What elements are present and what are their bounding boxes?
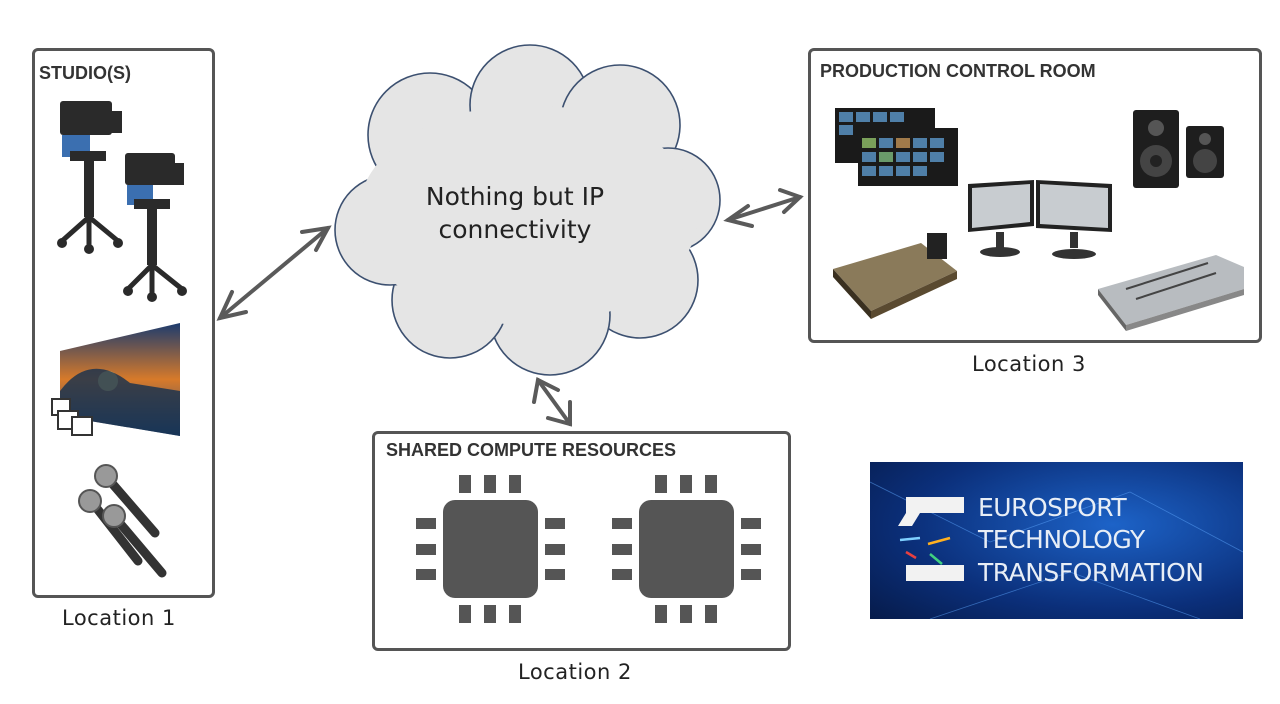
brand-line2: TECHNOLOGY <box>978 525 1145 554</box>
brand-line1: EUROSPORT <box>978 493 1127 522</box>
speakers-icon <box>1133 110 1224 188</box>
cpu-chip-icon <box>416 475 565 623</box>
location-1-label: Location 1 <box>62 606 176 630</box>
eurosport-logo-icon <box>898 497 964 581</box>
studio-cameras-icon <box>57 101 187 302</box>
compute-title: SHARED COMPUTE RESOURCES <box>386 440 677 460</box>
banner-background <box>870 462 1243 619</box>
control-room-title: PRODUCTION CONTROL ROOM <box>820 61 1096 81</box>
location-3-label: Location 3 <box>972 352 1086 376</box>
cloud-label: Nothing but IP connectivity <box>380 180 650 246</box>
cpu-chip-icon <box>612 475 761 623</box>
brand-line3: TRANSFORMATION <box>978 558 1204 587</box>
control-room-box: PRODUCTION CONTROL ROOM <box>808 48 1262 343</box>
cloud-label-line1: Nothing but IP <box>425 182 605 211</box>
compute-box: SHARED COMPUTE RESOURCES <box>372 431 791 651</box>
multiviewer-icon <box>835 108 958 186</box>
microphones-icon <box>78 464 167 578</box>
video-wall-icon <box>51 323 180 436</box>
location-2-label: Location 2 <box>518 660 632 684</box>
studio-box: STUDIO(S) <box>32 48 215 598</box>
studio-title: STUDIO(S) <box>39 63 131 83</box>
arrow-studio-cloud <box>218 226 330 320</box>
audio-desk-icon <box>1098 255 1244 331</box>
monitors-icon <box>968 180 1112 259</box>
mixing-console-icon <box>833 233 957 319</box>
cloud-label-line2: connectivity <box>438 215 592 244</box>
arrow-cloud-compute <box>536 378 572 426</box>
arrow-cloud-control-room <box>726 195 802 222</box>
eurosport-banner: EUROSPORT TECHNOLOGY TRANSFORMATION <box>870 462 1243 619</box>
